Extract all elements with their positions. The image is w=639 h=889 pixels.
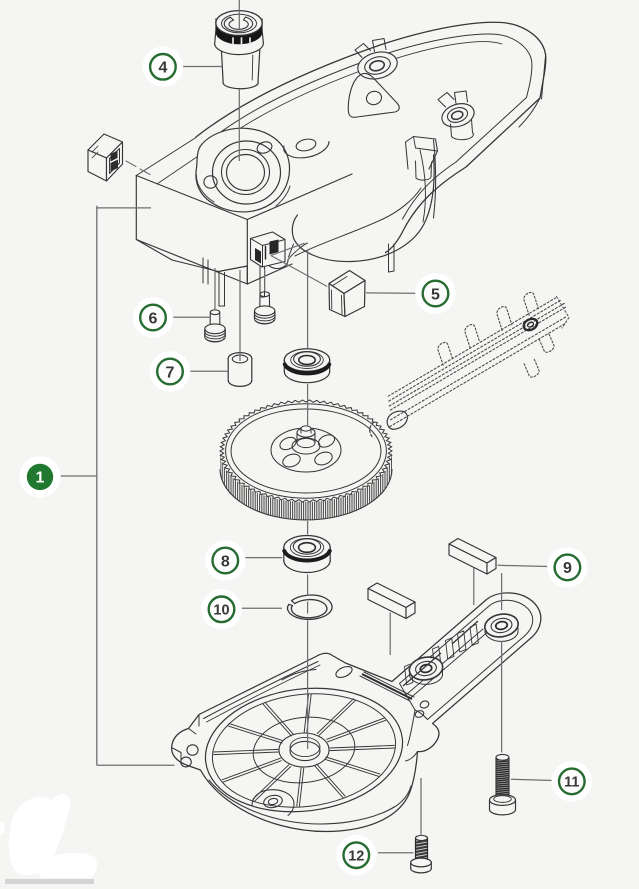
svg-text:12: 12 — [348, 848, 364, 864]
svg-text:1: 1 — [36, 470, 45, 487]
svg-text:11: 11 — [564, 775, 579, 791]
svg-text:8: 8 — [221, 553, 230, 570]
svg-text:7: 7 — [166, 364, 175, 381]
svg-text:9: 9 — [563, 560, 572, 577]
svg-text:4: 4 — [158, 60, 167, 77]
svg-text:5: 5 — [431, 286, 440, 303]
svg-text:6: 6 — [149, 310, 158, 327]
svg-text:10: 10 — [213, 603, 229, 619]
